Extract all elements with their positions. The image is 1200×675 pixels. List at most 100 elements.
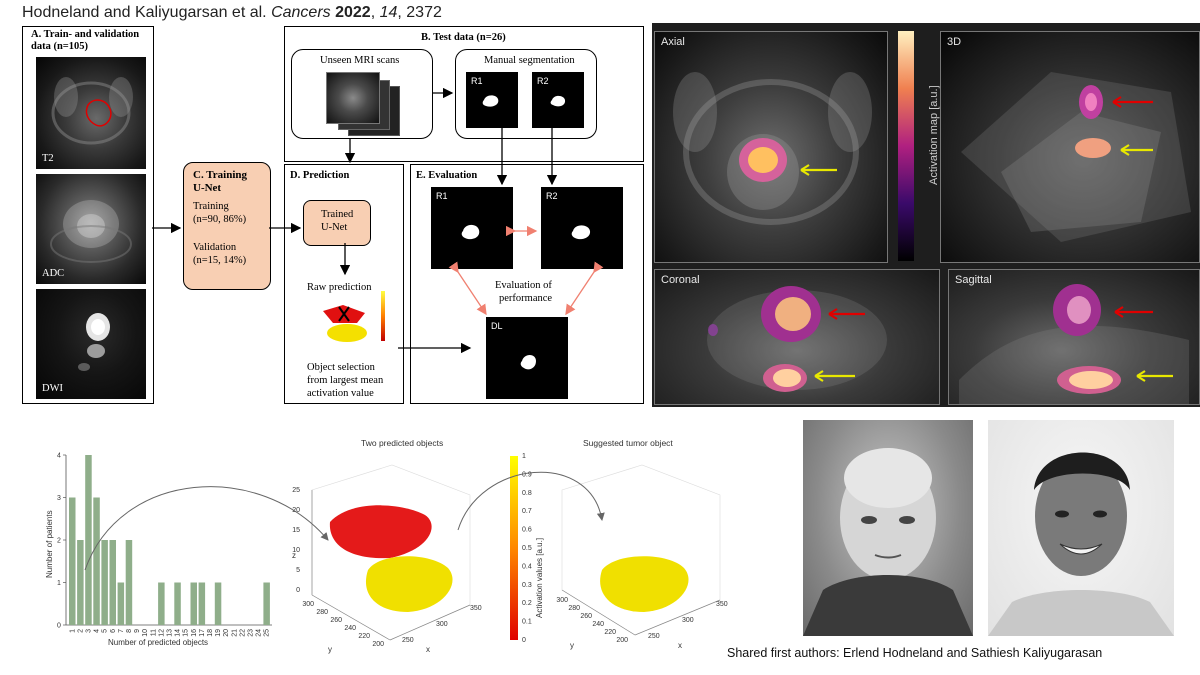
hist-bar-19 xyxy=(214,582,222,625)
trained-label-line1: Trained xyxy=(321,209,354,220)
suggested-tumor-object xyxy=(600,556,689,612)
dl-label: DL xyxy=(491,321,503,331)
panel-d-prediction: D. Prediction Trained U-Net Raw predicti… xyxy=(284,164,404,404)
axial-label: Axial xyxy=(661,36,685,48)
plot2-y-label: y xyxy=(570,641,574,650)
hist-bar-14 xyxy=(174,582,181,625)
hist-ytick-2: 2 xyxy=(57,538,61,545)
hist-xtick-8: 8 xyxy=(126,629,133,633)
hist-xtick-6: 6 xyxy=(110,629,117,633)
3d-yellow-object xyxy=(1075,138,1111,158)
plot2-xtick-350: 350 xyxy=(716,601,728,608)
coronal-view: Coronal xyxy=(654,269,940,405)
plot1-ytick-220: 220 xyxy=(358,633,370,640)
plot1-ytick-200: 200 xyxy=(372,641,384,648)
panel-a-title-line2: data (n=105) xyxy=(31,41,89,52)
shirt-shape xyxy=(988,590,1174,636)
plot2-xtick-300: 300 xyxy=(682,617,694,624)
activation-values-colorbar xyxy=(510,456,518,640)
plot2-ytick-220: 220 xyxy=(604,629,616,636)
plot2-ytick-240: 240 xyxy=(592,621,604,628)
plot1-y-label: y xyxy=(328,645,332,654)
hist-xtick-14: 14 xyxy=(175,629,182,637)
hist-bar-17 xyxy=(198,582,206,625)
colorbar-tick-0.4: 0.4 xyxy=(522,563,532,570)
dwi-label: DWI xyxy=(42,383,63,394)
hist-xtick-19: 19 xyxy=(215,629,222,637)
plot2-xtick-250: 250 xyxy=(648,633,660,640)
hist-xtick-10: 10 xyxy=(142,629,149,637)
tumor-contour xyxy=(85,99,112,127)
manual-segmentation-label: Manual segmentation xyxy=(484,55,575,66)
3d-label: 3D xyxy=(947,36,962,48)
validation-count: (n=15, 14%) xyxy=(193,255,247,266)
activation-map-panel: Axial Activation map [a.u.] 3D xyxy=(652,23,1200,407)
hist-bar-3 xyxy=(85,455,92,625)
manual-segmentation-box: Manual segmentation R1 R2 xyxy=(455,49,597,139)
plot1-z-label: z xyxy=(292,551,296,560)
hist-ytick-0: 0 xyxy=(57,623,61,630)
colorbar-tick-0.8: 0.8 xyxy=(522,490,532,497)
r2-evaluation-image: R2 xyxy=(541,187,623,269)
plot1-ytick-280: 280 xyxy=(316,609,328,616)
adc-mri-image: ADC xyxy=(36,174,146,284)
hist-bar-2 xyxy=(77,540,84,625)
colorbar-tick-0.1: 0.1 xyxy=(522,619,532,626)
hist-bar-4 xyxy=(93,497,100,625)
suggested-tumor-3d-plot: 00.10.20.30.40.50.60.70.80.91 Activation… xyxy=(510,438,728,650)
r1-evaluation-image: R1 xyxy=(431,187,513,269)
plot1-xtick-250: 250 xyxy=(402,637,414,644)
hist-xtick-11: 11 xyxy=(150,629,157,636)
scan-stack-front xyxy=(326,72,380,124)
plot2-ytick-300: 300 xyxy=(556,597,568,604)
hist-xtick-7: 7 xyxy=(118,629,125,633)
hist-xtick-5: 5 xyxy=(102,629,109,633)
plot2-ytick-200: 200 xyxy=(616,637,628,644)
red-predicted-object xyxy=(329,505,432,559)
selection-line1: Object selection xyxy=(307,362,375,373)
hist-xtick-21: 21 xyxy=(231,629,238,637)
plot1-xtick-350: 350 xyxy=(470,605,482,612)
colorbar-tick-0.9: 0.9 xyxy=(522,471,532,478)
plot1-ytick-260: 260 xyxy=(330,617,342,624)
raw-prediction-thumbnail xyxy=(323,291,385,342)
plot1-xtick-300: 300 xyxy=(436,621,448,628)
hist-bar-7 xyxy=(117,582,125,625)
histogram-to-objects-arrow xyxy=(84,486,329,571)
plot1-ztick-0: 0 xyxy=(296,587,300,594)
hair-shape xyxy=(1034,452,1130,490)
mini-colorbar xyxy=(381,291,385,341)
panel-b-title: B. Test data (n=26) xyxy=(421,32,506,43)
sagittal-view: Sagittal xyxy=(948,269,1200,405)
hist-bar-12 xyxy=(158,582,165,625)
sweater-shape xyxy=(803,575,973,636)
plot1-ztick-20: 20 xyxy=(292,507,300,514)
hist-y-label: Number of patients xyxy=(45,510,54,578)
hist-xtick-24: 24 xyxy=(256,629,263,637)
plot1-title: Two predicted objects xyxy=(361,438,443,448)
panel-d-title: D. Prediction xyxy=(290,170,350,181)
training-label: Training xyxy=(193,201,229,212)
r1-label: R1 xyxy=(471,76,483,86)
trained-unet-box: Trained U-Net xyxy=(303,200,371,246)
colorbar-tick-1: 1 xyxy=(522,453,526,460)
hist-xtick-23: 23 xyxy=(247,629,254,637)
authors-caption: Shared first authors: Erlend Hodneland a… xyxy=(727,646,1103,660)
plot1-ztick-10: 10 xyxy=(292,547,300,554)
validation-label: Validation xyxy=(193,242,237,253)
mini-yellow-object xyxy=(327,324,367,342)
r2-segmentation-image: R2 xyxy=(532,72,584,128)
yellow-predicted-object xyxy=(365,556,453,612)
plot1-ytick-300: 300 xyxy=(302,601,314,608)
hist-bar-25 xyxy=(263,582,270,625)
hist-bar-1 xyxy=(69,497,76,625)
hist-bar-16 xyxy=(190,582,197,625)
objects-to-suggested-arrow xyxy=(457,471,605,531)
r2-label: R2 xyxy=(537,76,549,86)
hist-xtick-1: 1 xyxy=(69,629,76,633)
plot1-ztick-5: 5 xyxy=(296,567,300,574)
author-photo-hodneland xyxy=(803,420,973,636)
face-shape-2 xyxy=(1035,456,1127,576)
